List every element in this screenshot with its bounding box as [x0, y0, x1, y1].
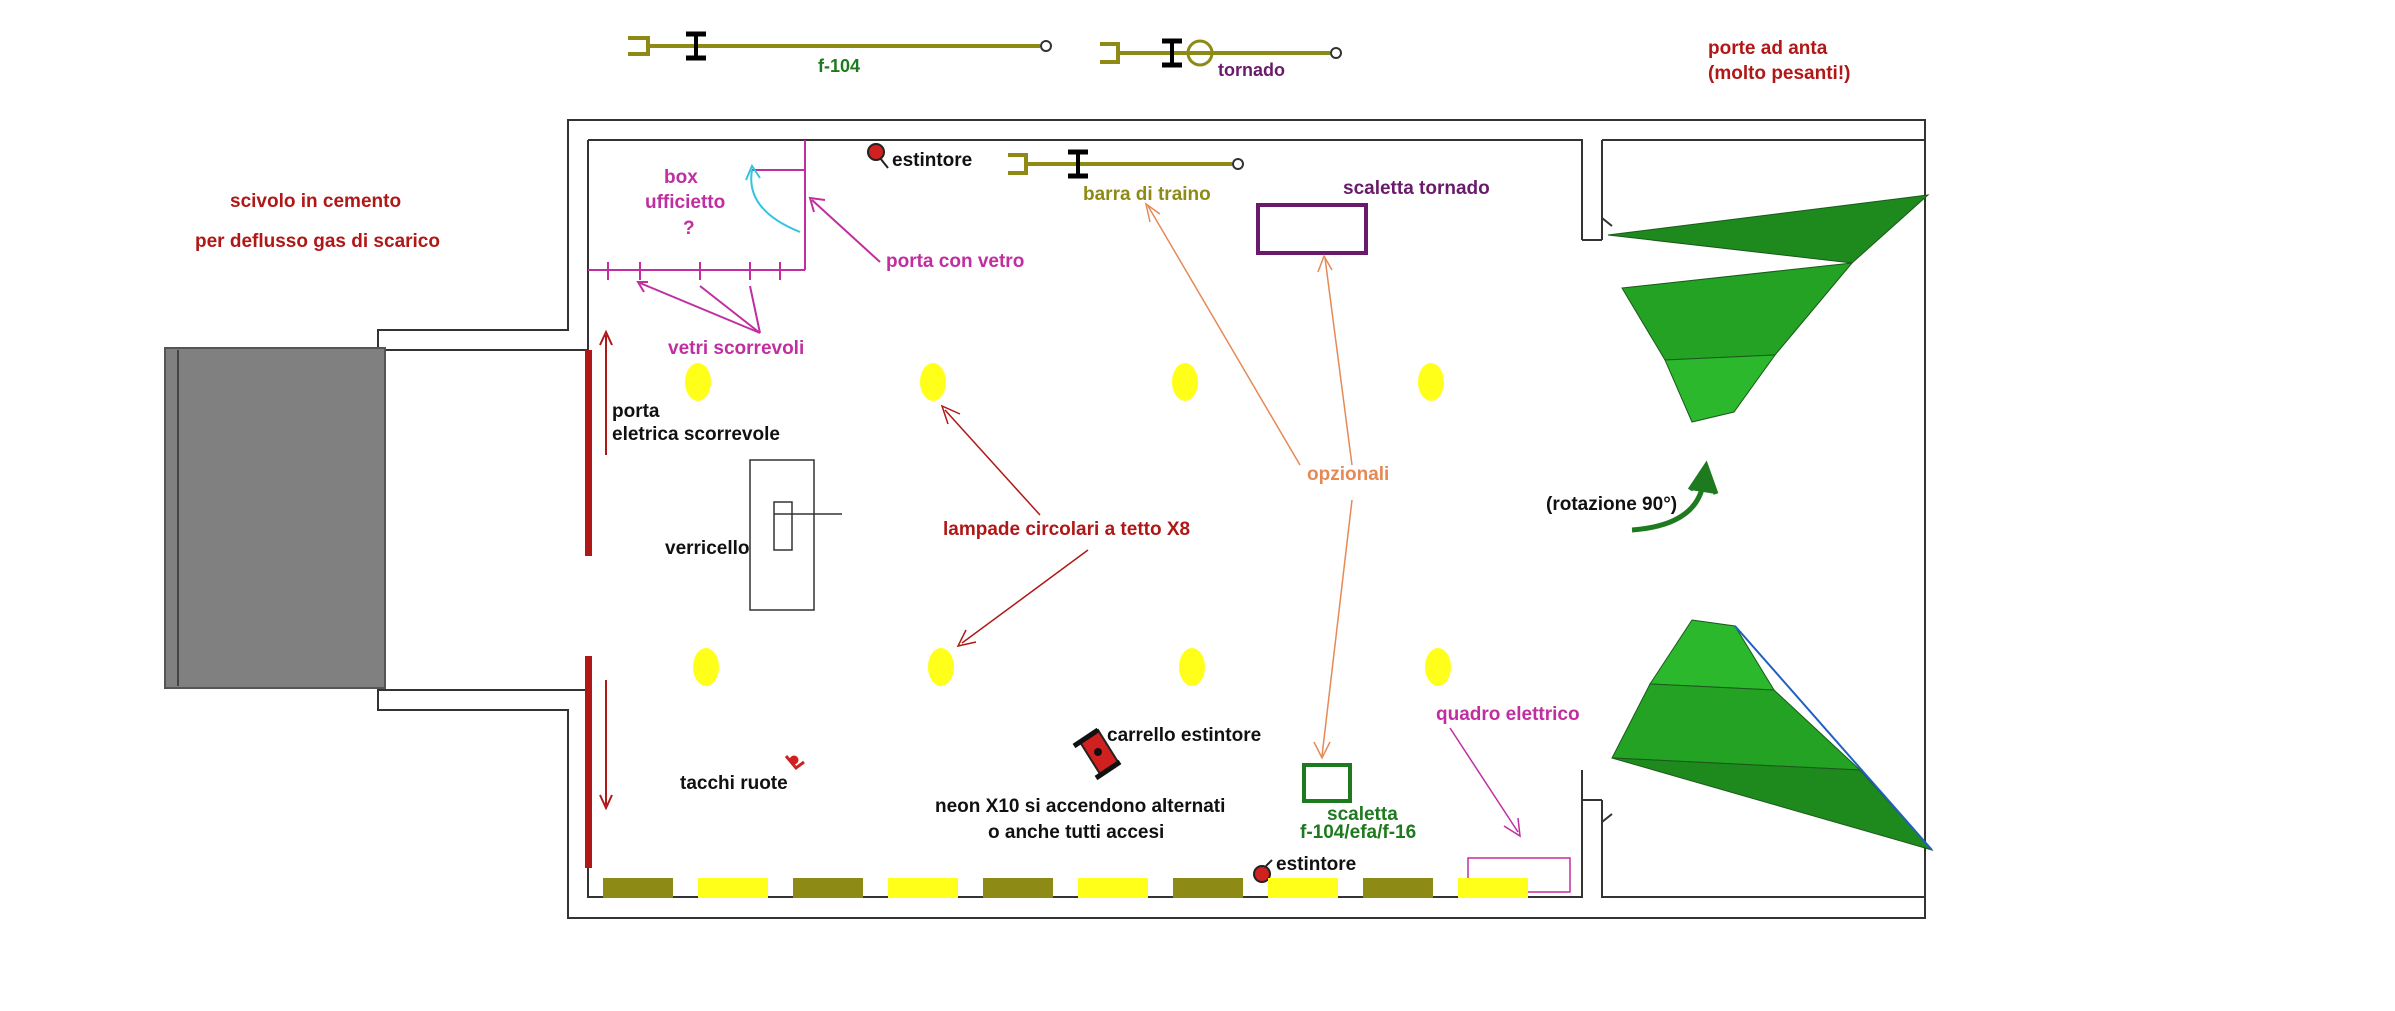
f104-towbar-icon — [628, 31, 1052, 61]
neon-label: neon X10 si accendono alternati — [935, 796, 1225, 817]
lampade-arrows — [940, 404, 1089, 648]
concrete-ramp — [164, 347, 386, 689]
question-label: ? — [683, 218, 695, 239]
quadro-elettrico-label: quadro elettrico — [1436, 704, 1580, 725]
ceiling-lamp-icon — [920, 363, 946, 401]
neon-light-icon — [983, 878, 1053, 898]
porta-vetro-arrow — [808, 196, 881, 263]
f104-label: f-104 — [818, 56, 860, 76]
estintore-bottom-label: estintore — [1276, 854, 1356, 875]
tacchi-ruote-label: tacchi ruote — [680, 773, 788, 794]
ceiling-lamp-icon — [1418, 363, 1444, 401]
tornado-label: tornado — [1218, 60, 1285, 80]
molto-pesanti-label: (molto pesanti!) — [1708, 63, 1851, 84]
ufficietto-label: ufficietto — [645, 192, 725, 213]
opzionali-arrows — [1144, 202, 1353, 760]
carrello-estintore-label: carrello estintore — [1107, 725, 1261, 746]
towbar-icon — [1008, 149, 1244, 179]
neon-light-icon — [1268, 878, 1338, 898]
opzionali-label: opzionali — [1307, 464, 1389, 485]
glass-door-swing — [750, 169, 801, 233]
scaletta-label: scaletta — [1327, 804, 1398, 825]
ceiling-lamp-icon — [693, 648, 719, 686]
neon-light-icon — [1078, 878, 1148, 898]
porte-ad-anta-label: porte ad anta — [1708, 38, 1828, 59]
ceiling-lamps — [685, 363, 1451, 686]
hinged-door-bottom — [1611, 619, 1934, 851]
sliding-door-top — [585, 350, 592, 556]
scaletta-tornado-label: scaletta tornado — [1343, 178, 1490, 199]
tornado-towbar-icon — [1100, 38, 1342, 68]
fire-extinguisher-icon — [867, 143, 889, 169]
fire-extinguisher-icon — [1253, 859, 1273, 883]
neon-light-icon — [793, 878, 863, 898]
estintore-top-label: estintore — [892, 150, 972, 171]
ceiling-lamp-icon — [1172, 363, 1198, 401]
eletrica-scorrevole-label: eletrica scorrevole — [612, 424, 780, 445]
lampade-label: lampade circolari a tetto X8 — [943, 519, 1190, 540]
neon-light-icon — [698, 878, 768, 898]
wheel-chock-icon — [784, 755, 805, 771]
neon-lights-row — [603, 878, 1528, 898]
box-label: box — [664, 167, 698, 188]
scaletta-f104-box — [1302, 763, 1352, 803]
scaletta-tornado-box — [1256, 203, 1368, 255]
neon-light-icon — [1363, 878, 1433, 898]
f104-efa-f16-label: f-104/efa/f-16 — [1300, 822, 1416, 843]
porta-label: porta — [612, 401, 660, 422]
vetri-scorrevoli-arrows — [636, 281, 761, 334]
vetri-scorrevoli-label: vetri scorrevoli — [668, 338, 804, 359]
ceiling-lamp-icon — [685, 363, 711, 401]
neon-accesi-label: o anche tutti accesi — [988, 822, 1164, 843]
neon-light-icon — [888, 878, 958, 898]
neon-light-icon — [603, 878, 673, 898]
extinguisher-cart-icon — [1072, 727, 1122, 781]
ceiling-lamp-icon — [1425, 648, 1451, 686]
barra-di-traino-label: barra di traino — [1083, 184, 1211, 205]
office-box — [588, 140, 806, 280]
scivolo-label: scivolo in cemento — [230, 191, 401, 212]
ceiling-lamp-icon — [1179, 648, 1205, 686]
sliding-door-bottom — [585, 656, 592, 868]
hangar-walls — [377, 119, 1926, 919]
quadro-elettrico-arrow — [1449, 727, 1521, 838]
rotation-arrow-icon — [1631, 460, 1719, 533]
door-slide-arrows — [599, 329, 613, 811]
rotazione-label: (rotazione 90°) — [1546, 494, 1677, 515]
deflusso-gas-label: per deflusso gas di scarico — [195, 231, 440, 252]
neon-light-icon — [1458, 878, 1528, 898]
hinged-door-top — [1607, 194, 1930, 423]
ceiling-lamp-icon — [928, 648, 954, 686]
neon-light-icon — [1173, 878, 1243, 898]
verricello-label: verricello — [665, 538, 750, 559]
winch-icon — [749, 459, 842, 611]
porta-con-vetro-label: porta con vetro — [886, 251, 1024, 272]
